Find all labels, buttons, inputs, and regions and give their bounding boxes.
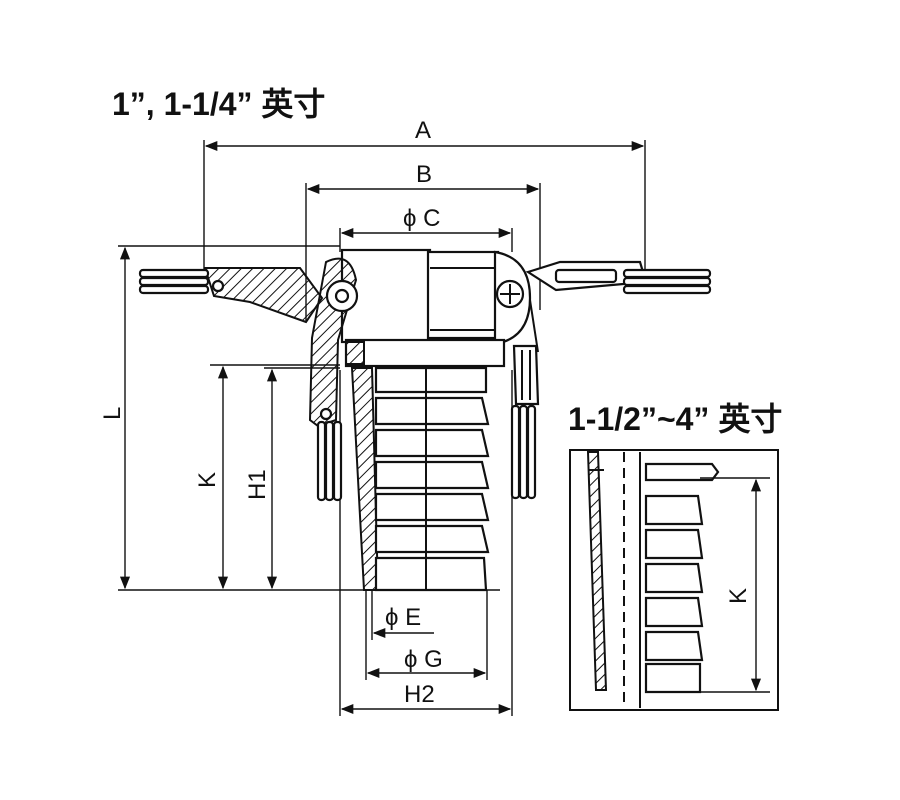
dim-label-L: L: [99, 407, 126, 420]
left-arm-upper: [203, 267, 324, 324]
dim-label-C: ϕ C: [403, 205, 440, 232]
detail-barbs: [644, 462, 720, 694]
title-small-sizes: 1”, 1-1/4” 英寸: [112, 86, 325, 122]
dim-label-K-detail: K: [725, 588, 752, 604]
left-ring-vertical: [316, 420, 343, 502]
dim-label-H1: H1: [244, 469, 271, 500]
dim-label-A: A: [415, 117, 431, 144]
right-arm-lever: [512, 344, 540, 406]
dim-label-E: ϕ E: [385, 604, 421, 631]
extension-lines: [118, 140, 646, 716]
dim-label-B: B: [416, 161, 432, 188]
detail-inset: K: [569, 449, 779, 711]
dimension-lines: [119, 140, 645, 715]
dim-label-G: ϕ G: [404, 646, 443, 673]
dim-label-H2: H2: [404, 681, 435, 708]
coupling-body: [340, 248, 532, 592]
title-large-sizes: 1-1/2”~4” 英寸: [568, 401, 782, 437]
right-ring-vertical: [510, 404, 537, 500]
socket-bore: [426, 250, 500, 340]
left-cam-arm: [138, 257, 359, 502]
right-cam-arm: [510, 260, 712, 500]
shank-wall-section: [350, 367, 380, 591]
right-ring-horizontal: [622, 268, 712, 295]
dim-label-K: K: [194, 472, 221, 488]
hose-barbs: [374, 366, 490, 592]
left-ring-horizontal: [138, 268, 210, 295]
shoulder-flange: [344, 338, 506, 368]
